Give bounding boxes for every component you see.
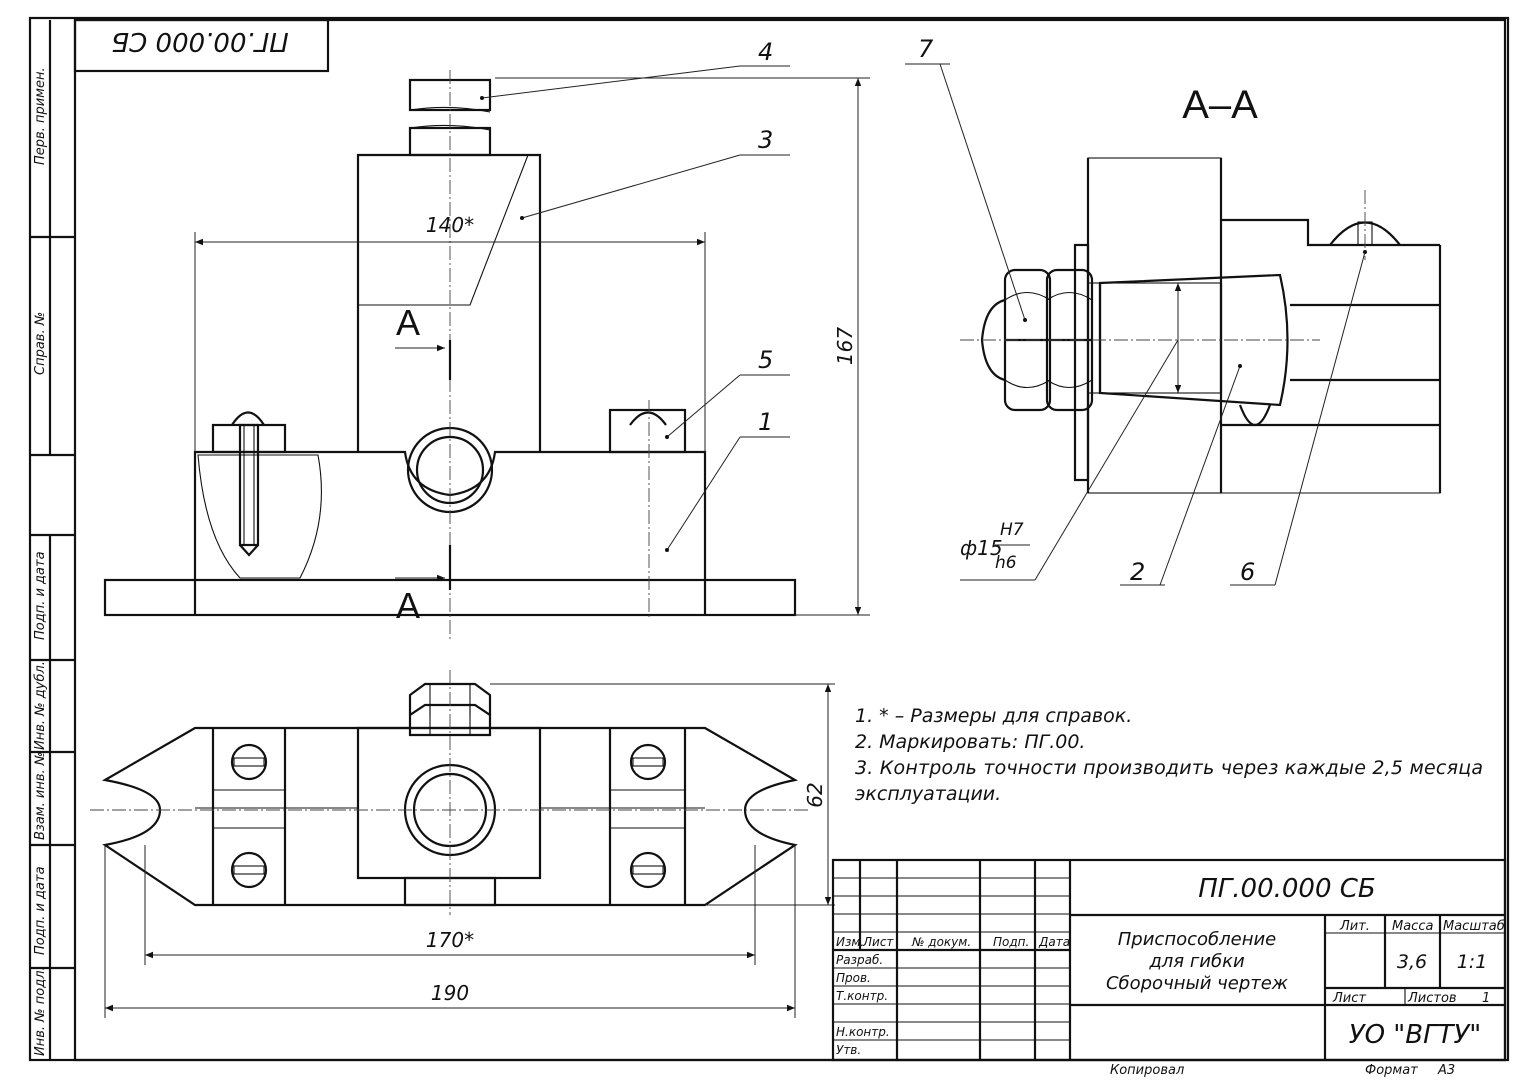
tb-col-izm: Изм. (836, 935, 864, 949)
dim-dia: ф15 (960, 536, 1003, 560)
strip-vzam-inv: Взам. инв. № (33, 752, 48, 840)
tb-format: Формат (1365, 1063, 1418, 1078)
dim-170: 170* (426, 928, 474, 952)
callouts-section: 7 2 6 (905, 35, 1367, 586)
tb-prov: Пров. (836, 971, 871, 985)
tb-org: УО "ВГТУ" (1349, 1020, 1482, 1050)
technical-notes: 1. * – Размеры для справок. 2. Маркирова… (855, 705, 1483, 805)
tb-massa: Масса (1392, 919, 1433, 934)
tb-listov: Листов (1407, 991, 1457, 1006)
callout-1: 1 (758, 408, 773, 436)
note-3-cont: эксплуатации. (855, 783, 1001, 805)
tb-list: Лист (1332, 991, 1366, 1006)
dim-fit-hole: H7 (1000, 520, 1024, 540)
section-title: А–А (1182, 83, 1258, 127)
strip-sprav-no: Справ. № (33, 312, 48, 375)
strip-podp-data-1: Подп. и дата (33, 551, 48, 640)
note-3: 3. Контроль точности производить через к… (855, 757, 1483, 779)
strip-podp-data-2: Подп. и дата (33, 866, 48, 955)
dim-167: 167 (833, 327, 857, 365)
dim-fit-shaft: h6 (995, 553, 1017, 573)
note-1: 1. * – Размеры для справок. (855, 705, 1132, 727)
tb-tkontr: Т.контр. (836, 989, 888, 1003)
top-view: 62 170* 190 (90, 670, 835, 1018)
tb-utv: Утв. (836, 1043, 861, 1057)
tb-name-line1: Приспособление (1118, 929, 1276, 950)
front-view: А А 140* 167 (103, 70, 870, 640)
tb-razrab: Разраб. (836, 953, 883, 967)
tb-col-podp: Подп. (993, 935, 1029, 949)
tb-designation: ПГ.00.000 СБ (1198, 874, 1376, 904)
tb-name-line2: для гибки (1148, 951, 1245, 972)
callouts-front: 4 3 5 1 (480, 38, 790, 552)
title-block: Изм. Лист № докум. Подп. Дата Разраб. Пр… (831, 858, 1507, 1078)
tb-kopiroval: Копировал (1110, 1063, 1184, 1078)
tb-col-ndoc: № докум. (911, 935, 971, 949)
section-view: А–А (960, 83, 1442, 581)
tb-col-list: Лист (862, 935, 894, 949)
sheet-frame (28, 16, 1510, 1062)
strip-inv-dubl: Инв. № дубл. (33, 661, 48, 750)
top-stamp: ПГ.00.000 СБ (73, 18, 330, 73)
callout-7: 7 (918, 35, 934, 63)
callout-5: 5 (758, 346, 773, 374)
callout-6: 6 (1240, 558, 1255, 586)
callout-2: 2 (1130, 558, 1145, 586)
tb-nkontr: Н.контр. (836, 1025, 890, 1039)
tb-lit: Лит. (1339, 919, 1370, 934)
tb-col-data: Дата (1038, 935, 1070, 949)
tb-listov-val: 1 (1482, 991, 1490, 1006)
strip-perv-primen: Перв. примен. (33, 67, 48, 165)
top-stamp-text: ПГ.00.000 СБ (111, 26, 289, 56)
section-mark-bottom: А (396, 585, 420, 626)
dim-140: 140* (426, 213, 474, 237)
note-2: 2. Маркировать: ПГ.00. (855, 731, 1085, 753)
tb-masshtab: Масштаб (1443, 919, 1505, 934)
tb-massa-val: 3,6 (1397, 951, 1427, 973)
tb-name-line3: Сборочный чертеж (1106, 973, 1289, 994)
strip-inv-podl: Инв. № подл. (33, 966, 48, 1056)
callout-3: 3 (758, 126, 773, 154)
tb-masshtab-val: 1:1 (1457, 951, 1488, 973)
side-strip: Перв. примен. Справ. № Подп. и дата Инв.… (30, 20, 75, 1060)
callout-4: 4 (758, 38, 773, 66)
dim-62: 62 (803, 782, 827, 807)
dim-190: 190 (431, 981, 469, 1005)
tb-format-val: А3 (1437, 1063, 1455, 1078)
section-mark-top: А (396, 302, 420, 343)
